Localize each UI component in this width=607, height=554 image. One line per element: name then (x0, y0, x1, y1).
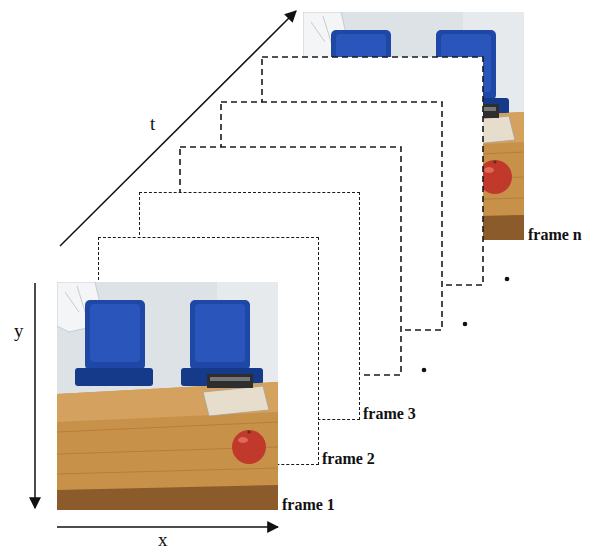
video-frame: frame 1 (57, 282, 278, 510)
frame-label: frame 1 (282, 496, 335, 513)
x-axis (57, 526, 278, 528)
ellipsis-dot (505, 277, 510, 282)
frame-label-holder: frame 1 (282, 496, 335, 514)
frame-label-holder: frame 2 (322, 450, 375, 468)
axis-label: y (14, 320, 24, 342)
ellipsis-dot (463, 322, 468, 327)
frame-label: frame 3 (363, 405, 416, 422)
frame-label: frame 2 (322, 450, 375, 467)
y-axis (34, 283, 36, 508)
frame-label-holder: frame n (528, 226, 582, 244)
axis-label: t (150, 113, 155, 135)
ellipsis-dot (422, 368, 427, 373)
frame-image (57, 282, 278, 510)
axis-label-text: t (150, 113, 155, 134)
frame-label: frame n (528, 226, 582, 243)
frame-label-holder: frame 3 (363, 405, 416, 423)
axis-label-text: x (158, 529, 168, 550)
axis-label-text: y (14, 320, 24, 341)
axis-label: x (158, 529, 168, 551)
